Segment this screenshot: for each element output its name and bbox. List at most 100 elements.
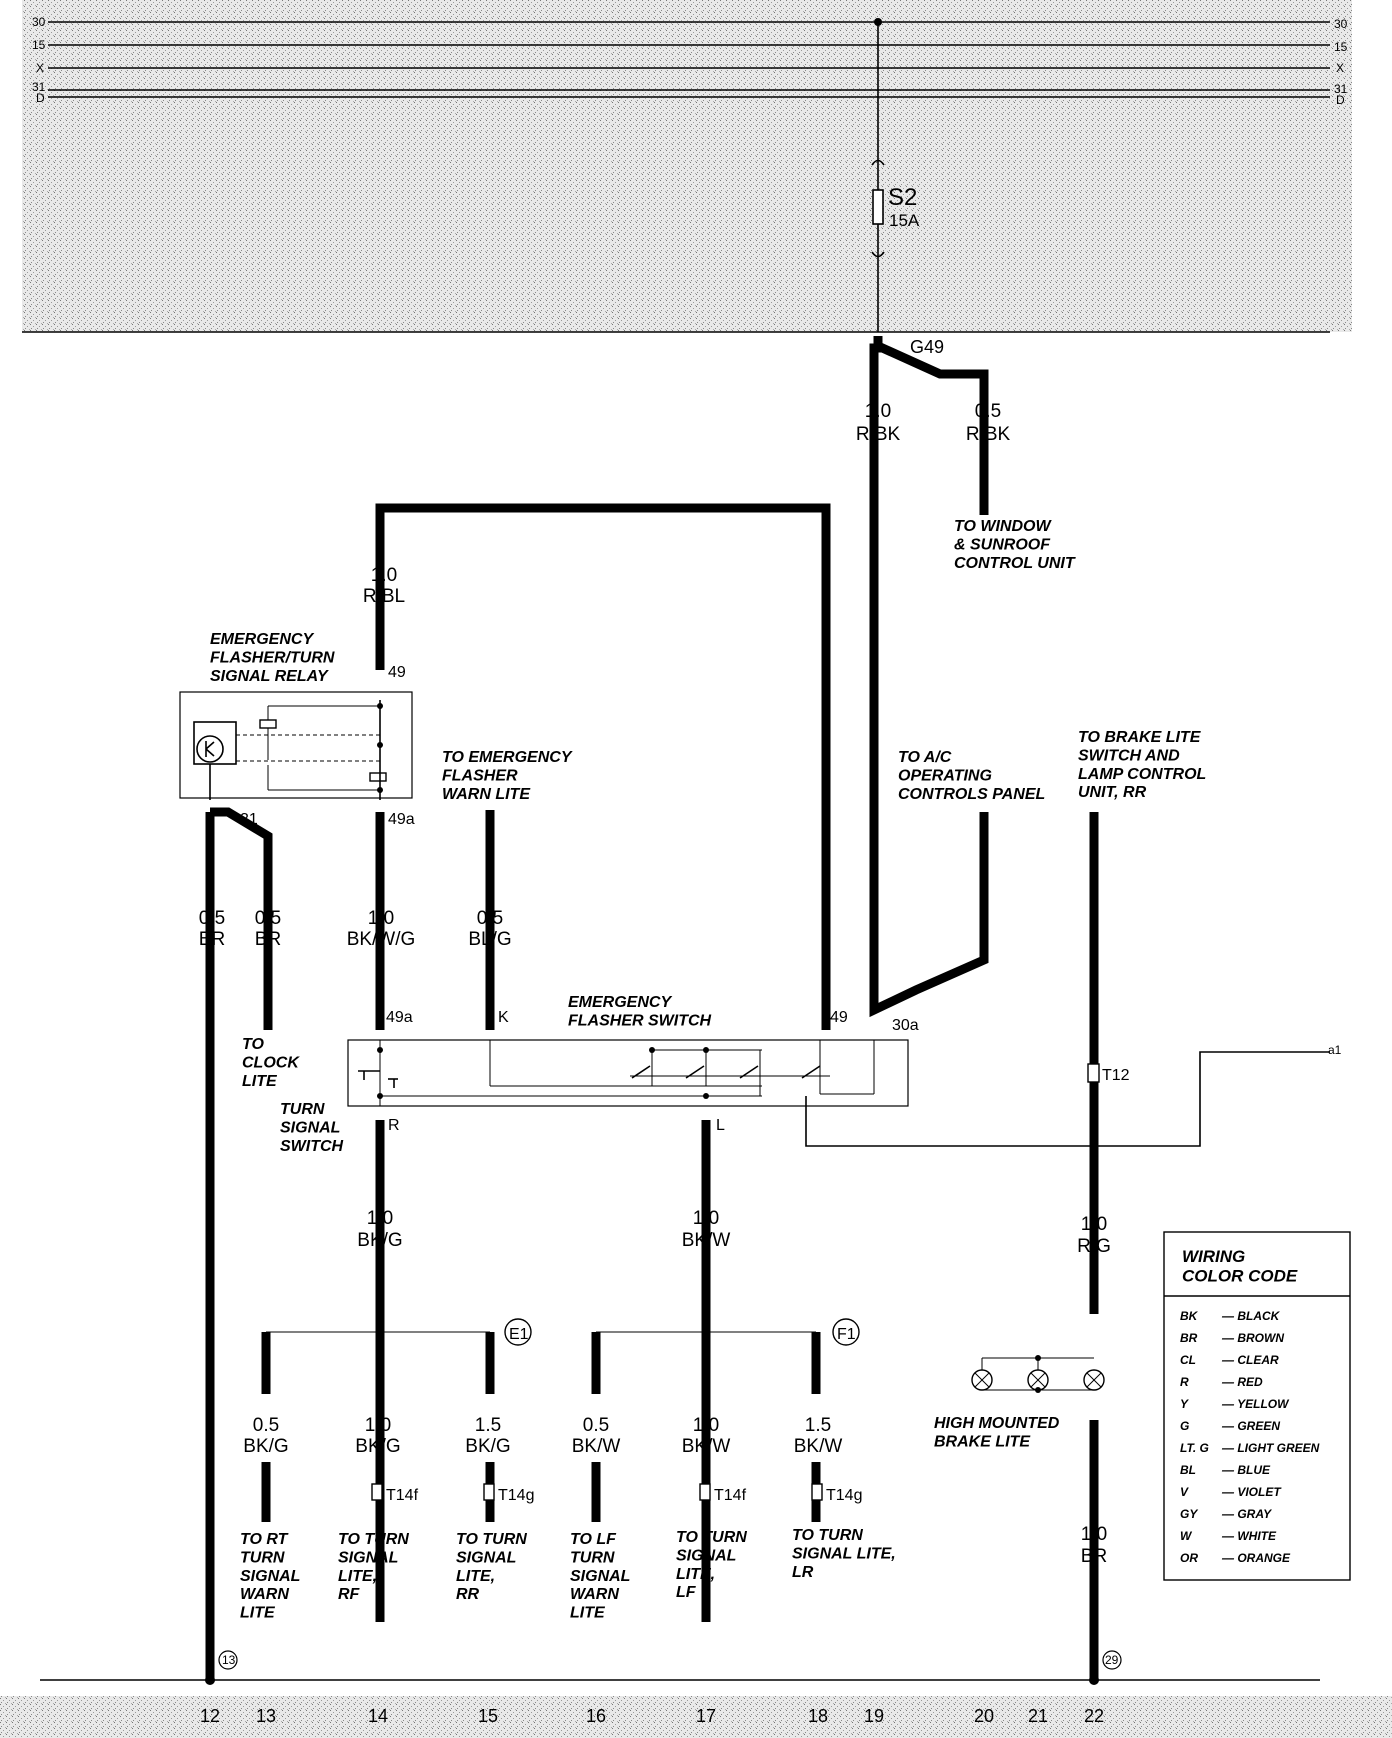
rail-label: 31: [1334, 82, 1348, 96]
ground-marker-13: [218, 1650, 238, 1670]
column-number: 12: [200, 1706, 220, 1726]
rail-label: X: [36, 61, 44, 75]
ground-junction-dot: [205, 1675, 215, 1685]
rail-label: 30: [32, 15, 46, 29]
wire-rbk-window-branch: [876, 341, 989, 515]
column-number: 15: [478, 1706, 498, 1726]
wire-gauge: 1.5: [805, 1415, 831, 1436]
rail-label: D: [1336, 93, 1345, 107]
column-number: 19: [864, 1706, 884, 1726]
terminal-label: 30a: [892, 1017, 919, 1034]
wire-gauge: 1.5: [475, 1415, 501, 1436]
connector-t14g-15: [483, 1483, 495, 1501]
wire-gauge: 0.5: [199, 908, 225, 929]
connector-label: T14g: [826, 1487, 862, 1504]
rail-label: 30: [1334, 17, 1348, 31]
legend-name: — YELLOW: [1221, 1397, 1290, 1411]
legend-name: — LIGHT GREEN: [1221, 1441, 1320, 1455]
wire-color: R/BL: [363, 586, 405, 607]
wire-color: BK/W: [794, 1436, 843, 1457]
legend-code: LT. G: [1180, 1441, 1209, 1455]
connector-t14g-18: [811, 1483, 823, 1501]
wire-color: BK/G: [355, 1436, 400, 1457]
legend-name: — ORANGE: [1221, 1551, 1291, 1565]
wire-gauge: 1.0: [368, 908, 394, 929]
legend-code: GY: [1180, 1507, 1198, 1521]
wire-color: R/G: [1077, 1236, 1111, 1257]
splice-e1-marker: [504, 1318, 532, 1346]
wire-gauge: 1.0: [367, 1208, 393, 1229]
wire-color: BK/G: [357, 1230, 402, 1251]
fuse-s2-symbol: [872, 189, 884, 225]
wire-gauge: 1.0: [365, 1415, 391, 1436]
ground-label: 13: [222, 1653, 236, 1667]
fuse-upper-clip: [871, 159, 885, 166]
rail-label: 15: [32, 38, 46, 52]
legend-code: BL: [1180, 1463, 1196, 1477]
ground-label: 29: [1105, 1653, 1119, 1667]
connector-label: T12: [1102, 1067, 1130, 1084]
column-number: 21: [1028, 1706, 1048, 1726]
terminal-label: 49a: [388, 811, 415, 828]
footer-shading: [0, 1696, 1392, 1738]
emergency-flasher-switch: [347, 1039, 909, 1107]
wire-rbl-loop: [375, 503, 831, 1030]
legend-name: — BLUE: [1221, 1463, 1271, 1477]
connector-label: T14g: [498, 1487, 534, 1504]
column-number: 14: [368, 1706, 388, 1726]
legend-name: — BLACK: [1221, 1309, 1281, 1323]
column-number: 16: [586, 1706, 606, 1726]
wire-gauge: 1.0: [1081, 1524, 1107, 1545]
fuse-lower-clip: [871, 251, 885, 258]
wire-color: BK/G: [465, 1436, 510, 1457]
fuse-id: S2: [888, 184, 917, 211]
wire-color: R/BK: [856, 424, 901, 445]
legend-name: — RED: [1221, 1375, 1263, 1389]
color-code-legend: [1163, 1231, 1351, 1581]
legend-code: R: [1180, 1375, 1189, 1389]
wire-a1-lead: [805, 1051, 1330, 1147]
legend-code: BR: [1180, 1331, 1198, 1345]
wire-color: BR: [255, 929, 281, 950]
terminal-label: K: [498, 1009, 509, 1026]
terminal-label: 49a: [386, 1009, 413, 1026]
connector-label: T14f: [386, 1487, 419, 1504]
wire-color: BL/G: [468, 929, 511, 950]
rail-label: 31: [32, 80, 46, 94]
legend-code: G: [1180, 1419, 1189, 1433]
splice-label: F1: [837, 1326, 856, 1343]
wire-gauge: 0.5: [975, 401, 1001, 422]
connector-t14f-14: [371, 1483, 383, 1501]
wire-color: BK/G: [243, 1436, 288, 1457]
wire-color: BR: [1081, 1546, 1107, 1567]
legend-name: — GREEN: [1221, 1419, 1280, 1433]
column-number: 22: [1084, 1706, 1104, 1726]
splice-label: E1: [509, 1326, 529, 1343]
legend-name: — VIOLET: [1221, 1485, 1282, 1499]
legend-code: V: [1180, 1485, 1189, 1499]
ground-marker-29: [1102, 1650, 1122, 1670]
splice-f1-marker: [832, 1318, 860, 1346]
ground-ref-label: G49: [910, 337, 944, 357]
terminal-label: 49: [388, 664, 406, 681]
wire-color: BR: [199, 929, 225, 950]
ground-junction-dot: [1089, 1675, 1099, 1685]
wire-gauge: 1.0: [693, 1208, 719, 1229]
bus-labels-left: 30 15 X 31 D: [32, 15, 46, 105]
wire-color: BK/W: [682, 1230, 731, 1251]
column-numbers: 12 13 14 15 16 17 18 19 20 21 22: [200, 1706, 1104, 1726]
legend-name: — GRAY: [1221, 1507, 1272, 1521]
legend-name: — BROWN: [1221, 1331, 1284, 1345]
wire-color: BK/W/G: [347, 929, 416, 950]
